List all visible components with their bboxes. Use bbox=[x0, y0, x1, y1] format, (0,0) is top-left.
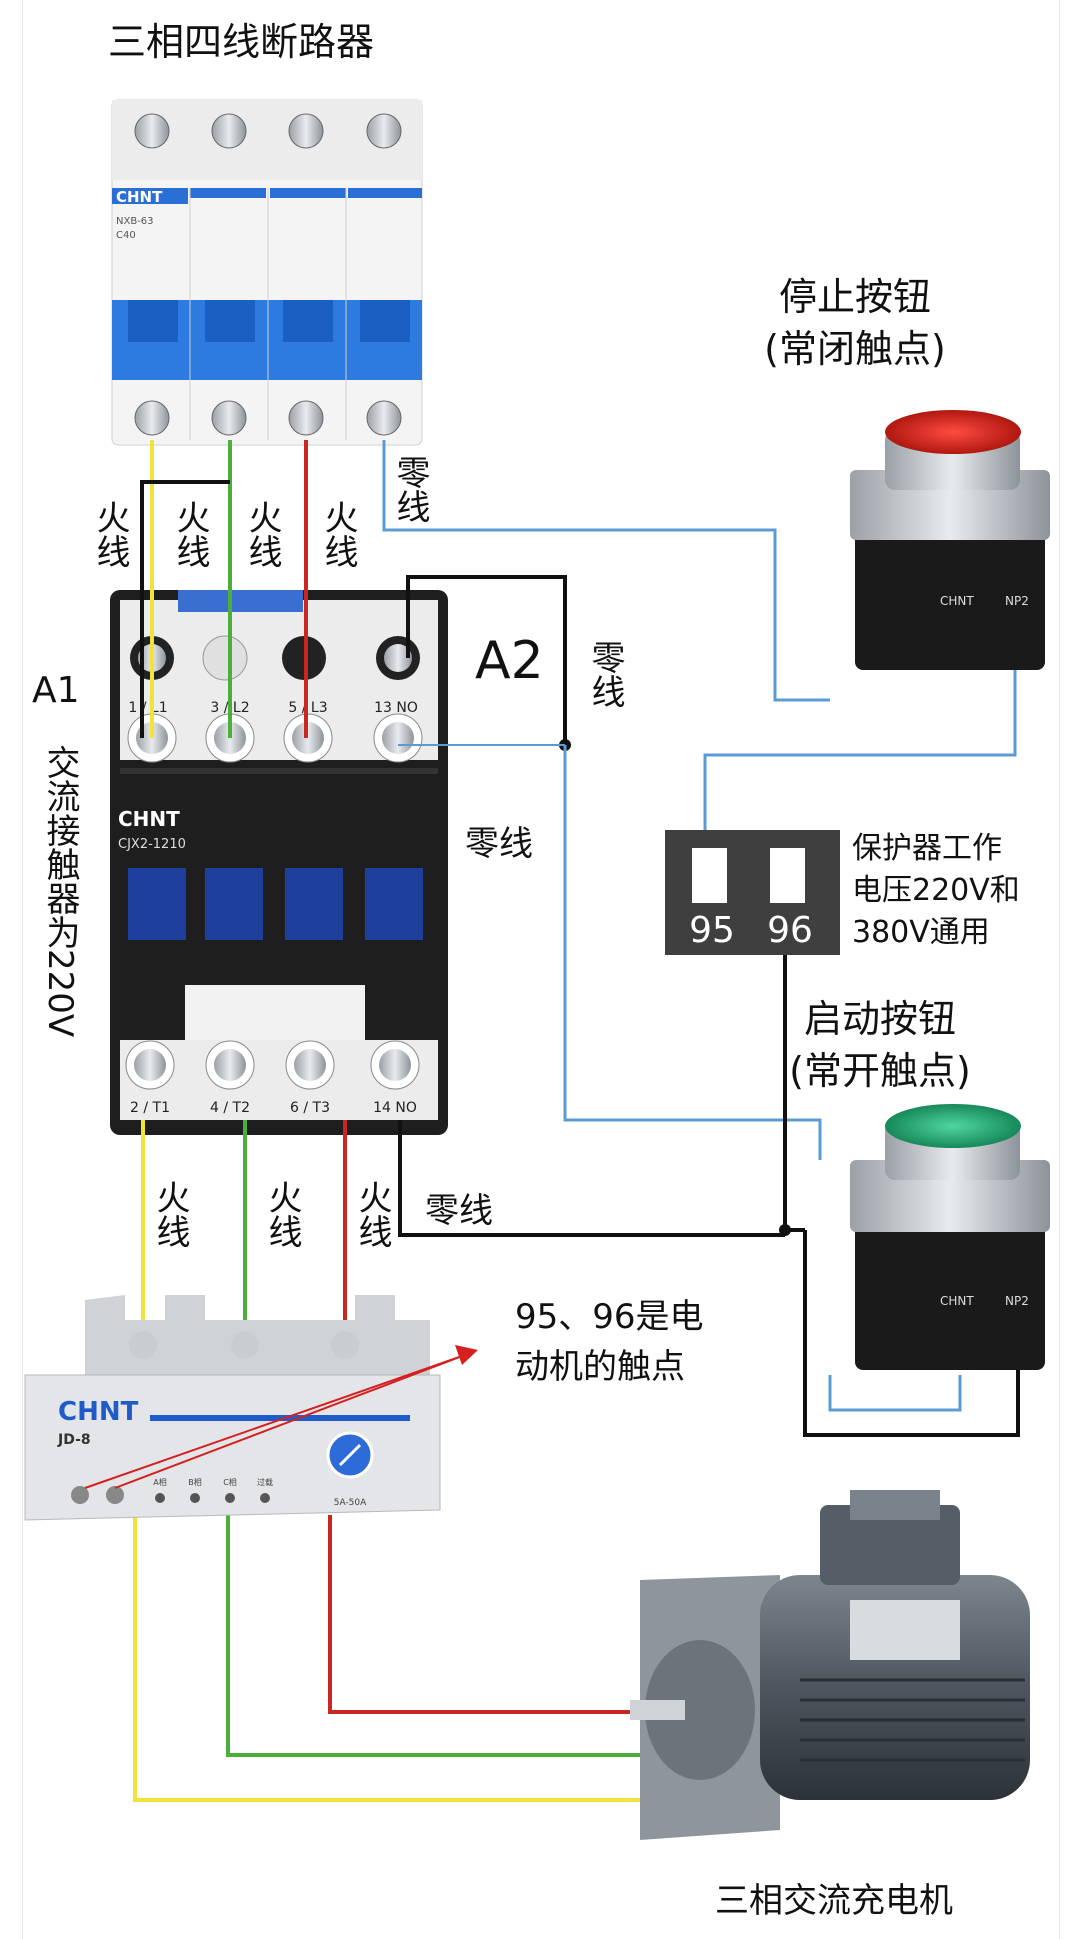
stop-button-model: NP2 bbox=[1005, 594, 1029, 608]
contactor-brand: CHNT bbox=[118, 807, 180, 831]
contactor-side-label: 交流接触器为220V bbox=[40, 745, 80, 1037]
live-label-5: 火线 bbox=[150, 1180, 190, 1248]
breaker-model: NXB-63 bbox=[116, 216, 154, 227]
terminal-95: 95 bbox=[689, 910, 735, 951]
live-label-3: 火线 bbox=[242, 500, 282, 568]
live-label-4: 火线 bbox=[318, 500, 358, 568]
contact-note-2: 动机的触点 bbox=[515, 1347, 685, 1387]
start-button: CHNT NP2 bbox=[850, 1104, 1050, 1370]
wire-14no bbox=[398, 1120, 785, 1237]
wire-a2-loop bbox=[406, 575, 567, 745]
wire-a1-jumper bbox=[140, 480, 230, 738]
live-label-7: 火线 bbox=[352, 1180, 392, 1248]
motor-label: 三相交流充电机 bbox=[715, 1881, 953, 1921]
ac-contactor: 1 / L1 3 / L2 5 / L3 13 NO 2 / T1 4 / T2… bbox=[110, 590, 448, 1135]
breaker-brand: CHNT bbox=[116, 188, 163, 206]
terminal-14no: 14 NO bbox=[373, 1100, 417, 1116]
terminal-96: 96 bbox=[767, 910, 813, 951]
terminal-t1: 2 / T1 bbox=[130, 1100, 170, 1116]
terminal-l1: 1 / L1 bbox=[128, 700, 167, 716]
breaker-title: 三相四线断路器 bbox=[108, 20, 374, 64]
wire-a2-to-start bbox=[563, 745, 822, 1160]
relay-led-a: A相 bbox=[153, 1477, 166, 1487]
contactor-terminal-screws-top bbox=[127, 713, 423, 763]
protector-note-3: 380V通用 bbox=[852, 915, 990, 950]
wire-motor-green bbox=[226, 1515, 700, 1757]
diagram-frame bbox=[22, 0, 1060, 1939]
label-a1: A1 bbox=[32, 670, 80, 711]
relay-led-c: C相 bbox=[223, 1477, 237, 1487]
protector-terminal-box: 95 96 bbox=[665, 830, 840, 955]
contactor-terminal-screws-bottom bbox=[125, 1040, 420, 1090]
contact-note-1: 95、96是电 bbox=[515, 1297, 704, 1337]
contactor-model: CJX2-1210 bbox=[118, 837, 186, 852]
wire-stop-to-95 bbox=[703, 660, 1017, 835]
neutral-label-a2: 零线 bbox=[585, 640, 625, 708]
relay-model: JD-8 bbox=[57, 1432, 91, 1448]
breaker-top-screws bbox=[134, 113, 402, 149]
protector-note-1: 保护器工作 bbox=[852, 831, 1002, 866]
label-a2: A2 bbox=[475, 631, 544, 691]
neutral-label-mid: 零线 bbox=[465, 824, 533, 864]
terminal-13no: 13 NO bbox=[374, 700, 418, 716]
relay-led-b: B相 bbox=[188, 1477, 202, 1487]
stop-button-brand: CHNT bbox=[940, 594, 974, 608]
wire-motor-red bbox=[328, 1515, 645, 1714]
relay-dial-label: 5A-50A bbox=[334, 1498, 367, 1508]
wire-neutral-stop bbox=[382, 440, 830, 702]
terminal-t2: 4 / T2 bbox=[210, 1100, 250, 1116]
relay-brand: CHNT bbox=[58, 1397, 139, 1427]
start-button-subtitle: (常开触点) bbox=[789, 1049, 971, 1093]
note-arrow bbox=[84, 1345, 478, 1489]
stop-button-subtitle: (常闭触点) bbox=[764, 327, 946, 371]
start-button-title: 启动按钮 bbox=[804, 997, 956, 1041]
circuit-breaker: CHNT NXB-63 C40 bbox=[111, 99, 423, 446]
contactor-blue-windows bbox=[128, 868, 423, 940]
live-label-6: 火线 bbox=[262, 1180, 302, 1248]
breaker-bottom-screws bbox=[134, 400, 402, 436]
wire-motor-yellow bbox=[133, 1515, 760, 1802]
start-button-brand: CHNT bbox=[940, 1294, 974, 1308]
stop-button-title: 停止按钮 bbox=[779, 275, 931, 319]
breaker-rating: C40 bbox=[116, 230, 136, 241]
live-label-2: 火线 bbox=[170, 500, 210, 568]
live-label-1: 火线 bbox=[90, 500, 130, 568]
terminal-t3: 6 / T3 bbox=[290, 1100, 330, 1116]
start-button-model: NP2 bbox=[1005, 1294, 1029, 1308]
neutral-label-bottom: 零线 bbox=[425, 1191, 493, 1231]
wires bbox=[133, 440, 1020, 1802]
relay-led-overload: 过载 bbox=[257, 1477, 273, 1487]
neutral-label-top: 零线 bbox=[390, 455, 430, 523]
stop-button: CHNT NP2 bbox=[850, 410, 1050, 670]
three-phase-motor bbox=[630, 1490, 1030, 1840]
protector-note-2: 电压220V和 bbox=[852, 873, 1020, 908]
